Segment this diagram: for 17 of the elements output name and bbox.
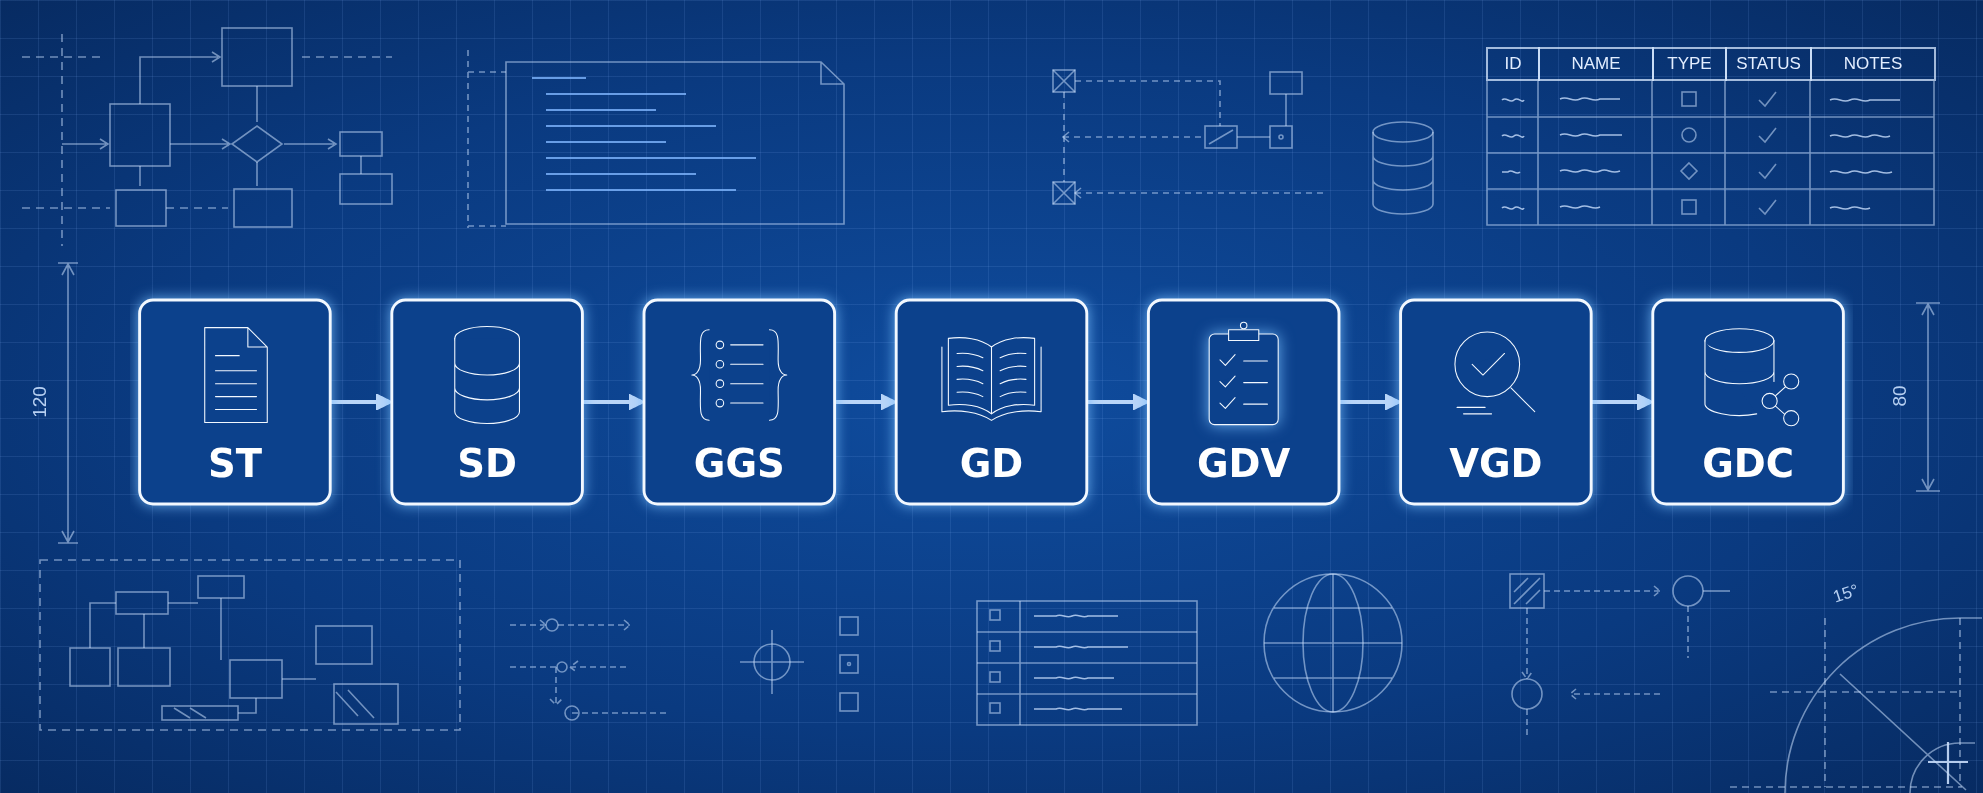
node-label: GD <box>958 440 1025 488</box>
column-header: NOTES <box>1810 47 1936 81</box>
node-label: ST <box>206 440 263 488</box>
column-header: ID <box>1486 47 1540 81</box>
node-label: GGS <box>692 440 786 488</box>
node-label: GDV <box>1196 440 1292 488</box>
column-header: TYPE <box>1652 47 1727 81</box>
column-header: STATUS <box>1725 47 1812 81</box>
node-label: GDC <box>1701 440 1795 488</box>
node-label: VGD <box>1448 440 1544 488</box>
dimension-label: 80 <box>1889 385 1911 407</box>
column-header: NAME <box>1538 47 1654 81</box>
node-label: SD <box>456 440 518 488</box>
arrow <box>834 393 897 411</box>
arrow <box>582 393 645 411</box>
angle-label: 15° <box>1830 580 1862 608</box>
dimension-label: 120 <box>29 386 51 418</box>
